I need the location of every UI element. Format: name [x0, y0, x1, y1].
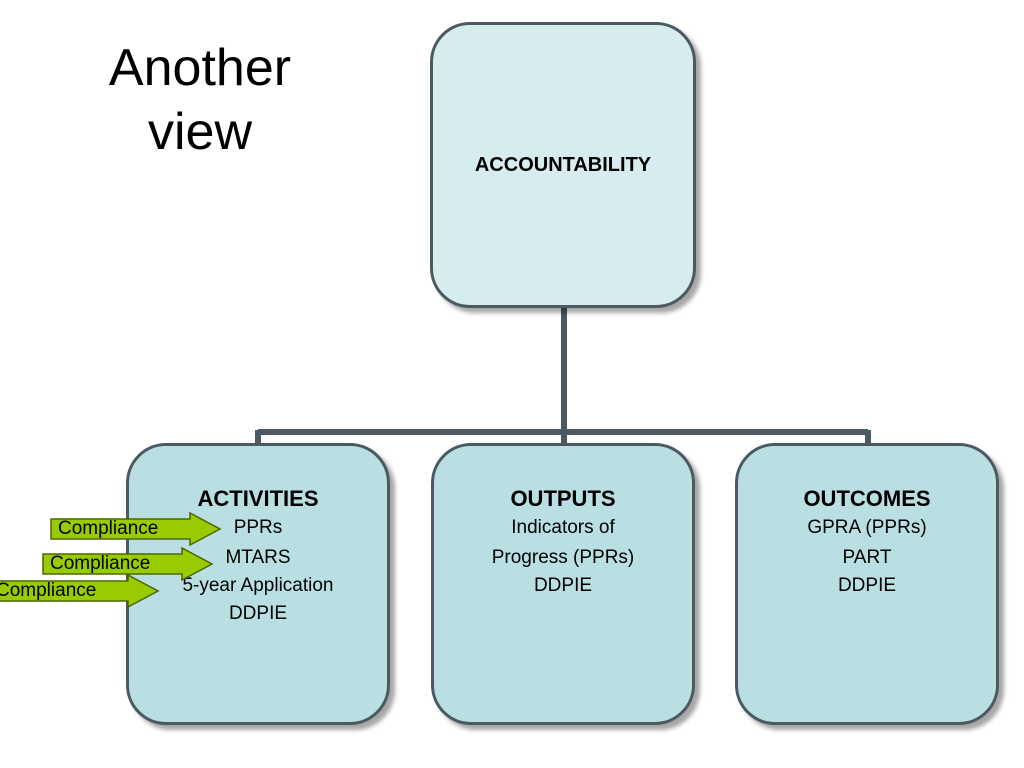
outputs-item-indicators: Indicators of: [511, 517, 615, 538]
outputs-heading: OUTPUTS: [510, 486, 616, 511]
outputs-item-progress: Progress (PPRs): [491, 547, 635, 568]
outcomes-box: OUTCOMES GPRA (PPRs) PART DDPIE: [735, 443, 999, 725]
slide-title: Another view: [60, 36, 340, 164]
outcomes-item-gpra: GPRA (PPRs): [807, 517, 927, 538]
compliance-label-1: Compliance: [58, 518, 159, 539]
accountability-label: ACCOUNTABILITY: [474, 153, 652, 176]
outputs-item-ddpie: DDPIE: [533, 575, 593, 596]
outcomes-heading: OUTCOMES: [803, 486, 931, 511]
activities-item-application: 5-year Application: [182, 575, 334, 596]
arrow-right-icon: [0, 574, 160, 608]
accountability-box: ACCOUNTABILITY: [430, 22, 696, 308]
slide-title-line-1: Another: [108, 39, 292, 97]
compliance-arrow-mtars: Compliance: [42, 547, 214, 581]
arrow-right-icon: [50, 512, 222, 546]
compliance-label-3: Compliance: [0, 580, 97, 601]
compliance-label-2: Compliance: [50, 553, 151, 574]
outcomes-item-ddpie: DDPIE: [837, 575, 897, 596]
slide-title-line-2: view: [147, 103, 253, 161]
activities-box: ACTIVITIES PPRs MTARS 5-year Application…: [126, 443, 390, 725]
activities-item-mtars: MTARS: [225, 547, 291, 568]
activities-item-ppr: PPRs: [233, 517, 283, 538]
activities-item-ddpie: DDPIE: [228, 603, 288, 624]
activities-heading: ACTIVITIES: [197, 486, 319, 511]
arrow-right-icon: [42, 547, 214, 581]
outcomes-item-part: PART: [842, 547, 892, 568]
compliance-arrow-ppr: Compliance: [50, 512, 222, 546]
compliance-arrow-application: Compliance: [0, 574, 160, 608]
outputs-box: OUTPUTS Indicators of Progress (PPRs) DD…: [431, 443, 695, 725]
